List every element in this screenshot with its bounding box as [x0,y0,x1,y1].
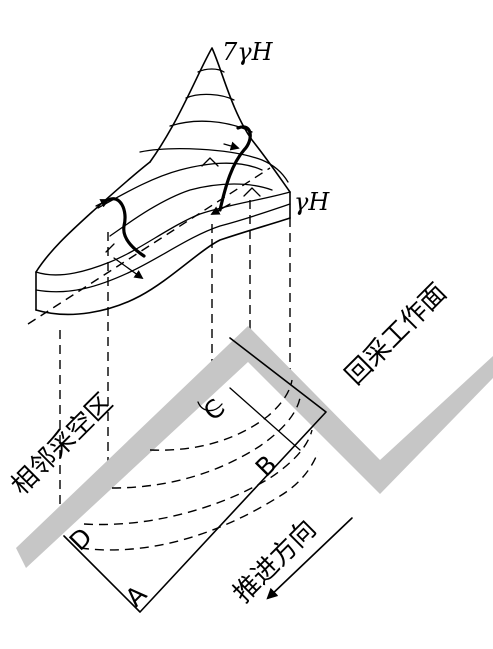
angle-arc-c [197,401,223,412]
plan-arc-4 [149,379,293,451]
point-a-label: A [120,580,153,613]
transfer-arrow-2 [223,141,240,151]
inner-ring-inner [109,183,273,237]
transfer-arrow-4 [210,203,231,215]
stress-transfer-curve-2 [218,125,252,212]
point-b-label: B [250,450,283,483]
contour-line-6 [35,203,291,293]
contour-line-4 [139,148,289,183]
pillar-outline [63,337,327,613]
plan-arc-3 [111,397,301,489]
surface-tick-2 [243,187,261,197]
contour-line-2 [185,93,235,101]
surface-tick-1 [201,157,219,167]
plan-arc-1 [79,451,319,551]
base-stress-label: γH [294,188,330,216]
surface-upper-edge [35,161,151,273]
transfer-arrow-1 [95,199,110,208]
stress-surface [27,47,291,520]
goaf-boundary-wall [16,326,493,568]
contour-line-3 [169,120,253,133]
surface-lower-edge [35,217,291,316]
advance-direction-arrow [266,517,353,600]
transfer-arrow-3 [113,257,144,280]
inner-ring-outer [97,162,263,209]
working-face-label: 回采工作面 [340,278,453,391]
plan-arc-2 [83,429,313,526]
plan-view [16,326,493,613]
surface-tick-3 [105,243,115,253]
advance-direction-label: 推进方向 [228,514,323,609]
peak-stress-label: 7γH [222,38,274,66]
surface-axis-dashed [27,167,271,325]
contour-line-1 [197,68,225,73]
stress-transfer-curve-1 [106,197,146,258]
contour-line-5 [35,191,291,276]
